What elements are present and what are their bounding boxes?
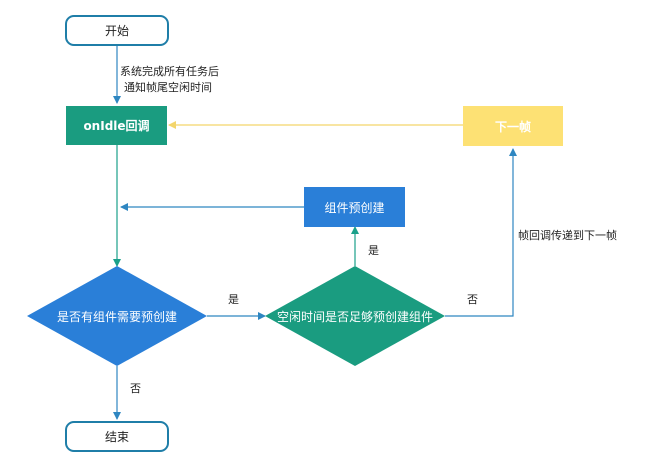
decision-time-shape <box>265 266 445 366</box>
decision-need-shape <box>27 266 207 366</box>
start-node <box>65 15 169 46</box>
end-node <box>65 421 169 452</box>
next-frame-node <box>463 106 563 146</box>
edge-label-need-yes: 是 <box>228 293 239 306</box>
edge-label-start-line1: 系统完成所有任务后 <box>120 65 219 78</box>
edge-time-no <box>445 148 517 317</box>
onidle-node <box>66 106 167 145</box>
edge-label-start-line2: 通知帧尾空闲时间 <box>124 81 212 94</box>
edge-label-time-yes: 是 <box>368 244 379 257</box>
edge-label-need-no: 否 <box>130 382 141 395</box>
edge-label-time-no: 否 <box>467 293 478 306</box>
edge-label-frame-pass: 帧回调传递到下一帧 <box>518 229 617 242</box>
precreate-node <box>304 187 405 227</box>
